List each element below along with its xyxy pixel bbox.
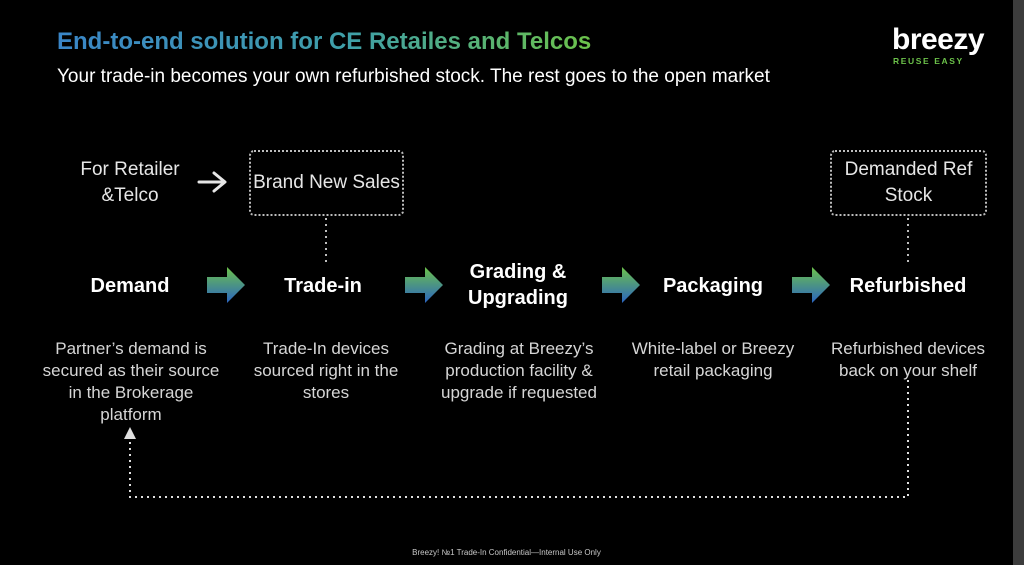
window-edge [1013, 0, 1024, 565]
stage-desc-grading: Grading at Breezy’s production facility … [441, 339, 597, 402]
flow-arrow-icon [792, 267, 830, 303]
stage-title-grading: Grading & Upgrading [468, 261, 568, 309]
stage-desc-trade-in: Trade-In devices sourced right in the st… [253, 339, 399, 402]
breezy-logo: breezy REUSE EASY [892, 24, 1002, 68]
stage-title-packaging: Packaging [662, 275, 764, 297]
stage-title-demand: Demand [90, 275, 170, 297]
slide-title: End-to-end solution for CE Retailes and … [57, 28, 592, 55]
slide-subtitle: Your trade-in becomes your own refurbish… [57, 66, 770, 87]
stage-title-refurbished: Refurbished [849, 275, 967, 297]
stage-desc-refurbished: Refurbished devices back on your shelf [830, 339, 986, 380]
footer-note: Breezy! №1 Trade-In Confidential—Interna… [412, 548, 601, 557]
stage-title-trade-in: Trade-in [284, 275, 362, 297]
loop-back-arrowhead [124, 427, 136, 439]
flow-arrow-icon [405, 267, 443, 303]
logo-wordmark: breezy [892, 23, 985, 56]
stage-desc-demand: Partner’s demand is secured as their sou… [42, 339, 220, 424]
flow-arrow-icon [602, 267, 640, 303]
arrow-right-icon [197, 171, 227, 193]
flow-arrow-icon [207, 267, 245, 303]
callout-demanded-ref-stock: Demanded Ref Stock [830, 150, 987, 216]
logo-tagline: REUSE EASY [893, 56, 964, 66]
stage-desc-packaging: White-label or Breezy retail packaging [631, 339, 795, 380]
callout-brand-new-sales: Brand New Sales [249, 150, 404, 216]
context-label: For Retailer &Telco [80, 159, 180, 206]
loop-back-line [129, 380, 909, 498]
